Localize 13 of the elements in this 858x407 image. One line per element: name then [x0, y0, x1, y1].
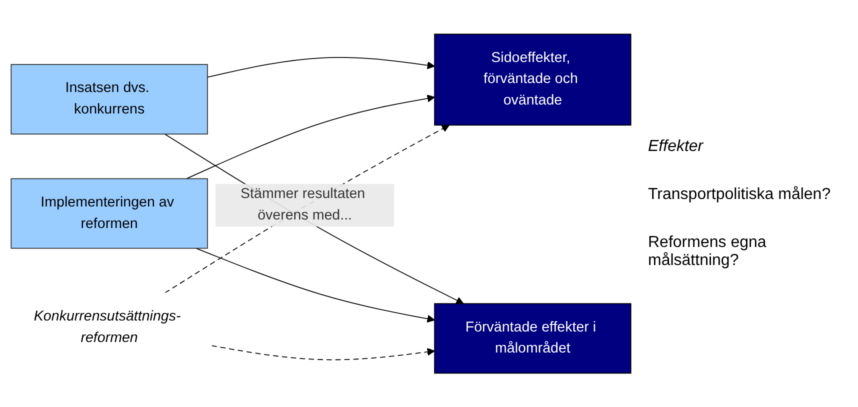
node-box: [10, 178, 208, 249]
flowchart: Stämmer resultaten överens med... Insatsen dvs. konkurrens Implementeringen av reformen Sidoeffekter, förväntade och oväntade Förväntade effekter i målområdet Konkurrensutsättnings- reformen: [0, 26, 638, 380]
arrow: [211, 345, 435, 360]
question-text: Transportpolitiska målen?: [648, 186, 832, 204]
arrow: [207, 56, 435, 78]
node-box: [434, 34, 632, 126]
node-box: [434, 302, 632, 374]
node-text: Konkurrensutsättnings- reformen: [34, 308, 181, 346]
node-box: [10, 64, 208, 134]
question-text: Reformens egna målsättning?: [648, 234, 768, 270]
arrow: [186, 94, 435, 179]
column-heading: Effekter: [648, 138, 704, 156]
arrow: [196, 248, 435, 322]
